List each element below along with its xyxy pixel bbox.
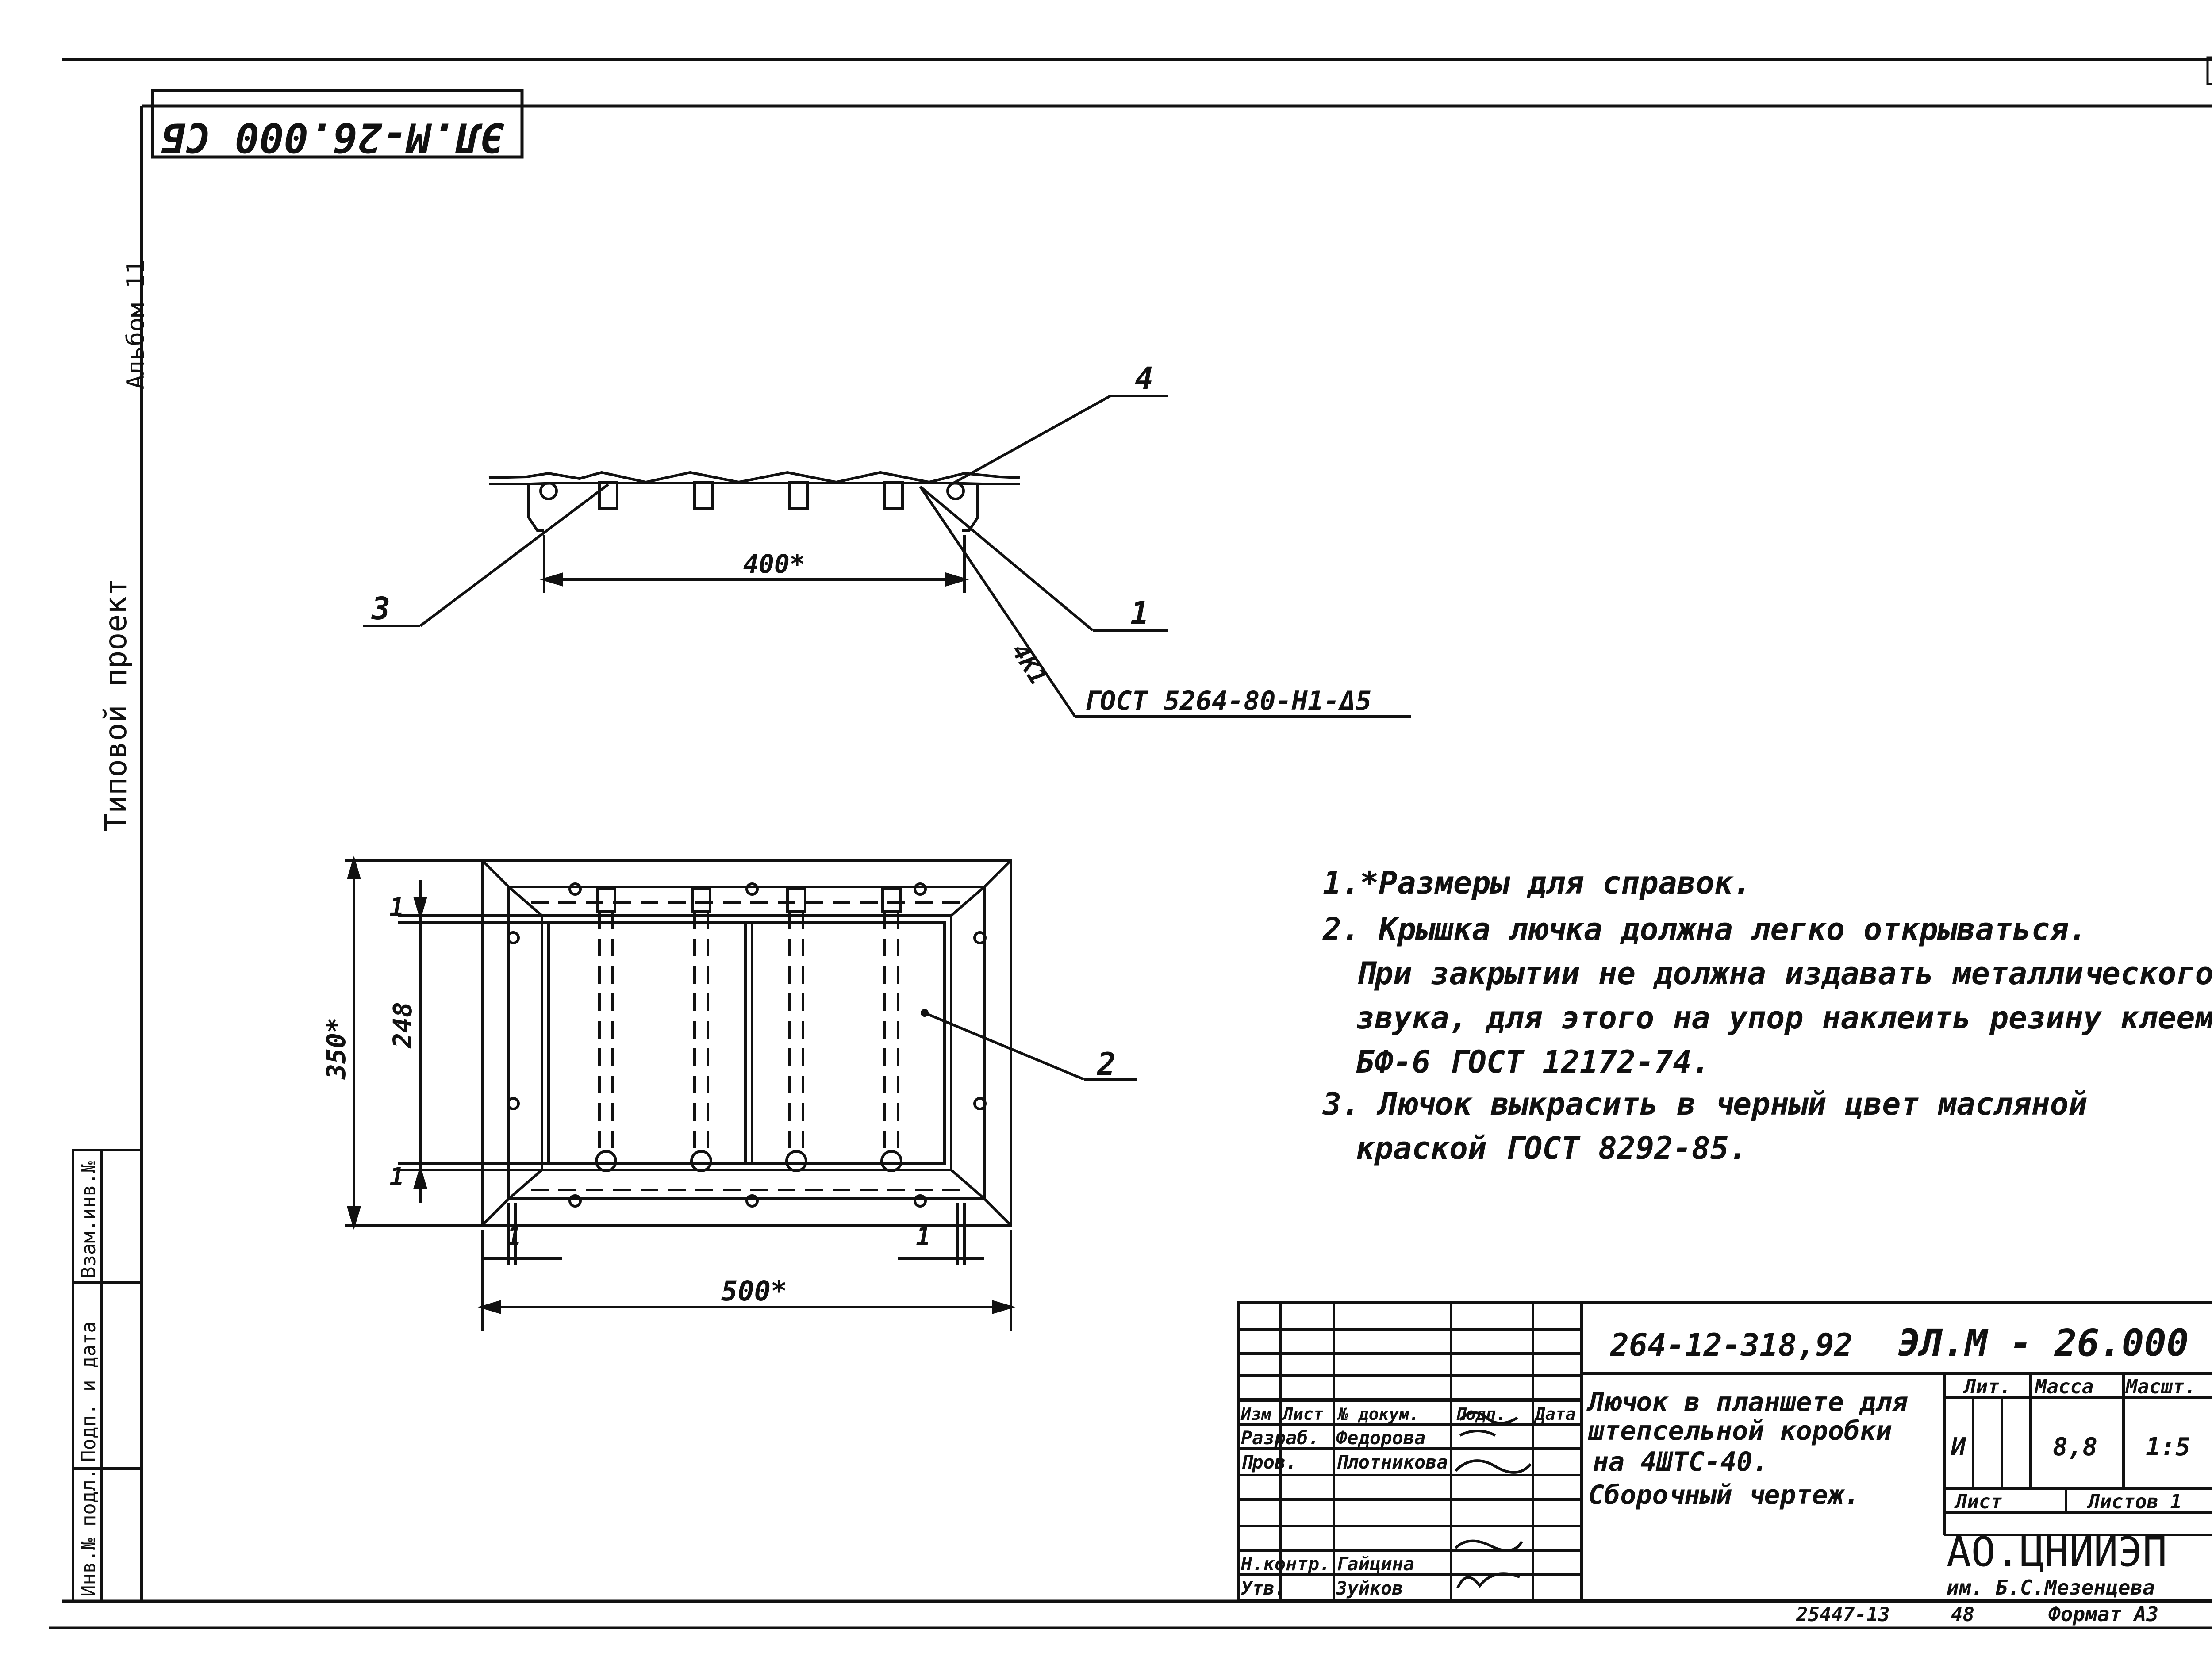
note-1: 1.*Размеры для справок. <box>1323 865 1751 901</box>
strip-sign-label: Подп. и дата <box>77 1321 100 1462</box>
title-line-4: Сборочный чертеж. <box>1588 1480 1860 1511</box>
section-view <box>363 395 1411 718</box>
name-developer: Федорова <box>1336 1427 1425 1449</box>
header-list: Лист <box>1282 1404 1324 1424</box>
section-callout-3: 3 <box>371 591 390 627</box>
note-2-line-2: При закрытии не должна издавать металлич… <box>1356 955 2212 992</box>
document-title: Лючок в планшете для штепсельной коробки… <box>1586 1387 1908 1511</box>
plan-callout-2: 2 <box>1097 1046 1116 1082</box>
plan-dimension-248: 248 <box>388 1002 418 1049</box>
lit-value: И <box>1951 1433 1966 1461</box>
plan-view <box>345 855 1137 1331</box>
role-developer: Разраб. <box>1241 1427 1319 1449</box>
title-block-roles: Разраб. Пров. Н.контр. Утв. Федорова Пло… <box>1240 1427 1448 1599</box>
header-doc: № докум. <box>1337 1404 1419 1424</box>
note-2: 2. Крышка лючка должна легко открываться… <box>1322 911 2087 947</box>
plan-dimension-top-1: 1 <box>389 893 404 922</box>
organization-sub: им. Б.С.Мезенцева <box>1947 1576 2155 1599</box>
name-approver: Зуйков <box>1336 1577 1403 1599</box>
plan-dimension-bottom-1: 1 <box>389 1163 404 1192</box>
mirrored-stamp-code: ЭЛ.М-26.000 СБ <box>161 114 504 161</box>
plan-dimension-350: 350* <box>321 1017 351 1080</box>
note-2-line-4: БФ-6 ГОСТ 12172-74. <box>1356 1044 1710 1080</box>
title-block-headers: Изм Лист № докум. Подп. Дата <box>1240 1404 1576 1424</box>
scale-value: 1:5 <box>2146 1433 2190 1461</box>
title-block <box>1237 1301 2212 1603</box>
header-date: Дата <box>1534 1404 1576 1424</box>
sheets-label: Листов 1 <box>2087 1491 2182 1513</box>
header-sign: Подп. <box>1455 1404 1506 1424</box>
sheet-label: Лист <box>1954 1491 2002 1513</box>
weld-gost-reference: ГОСТ 5264-80-Н1-Δ5 <box>1084 686 1371 717</box>
left-strip <box>72 1149 143 1603</box>
title-line-1: Лючок в планшете для <box>1586 1387 1908 1418</box>
title-line-3: на 4ШТС-40. <box>1593 1446 1768 1477</box>
plan-dimension-left-1: 1 <box>507 1223 522 1251</box>
scale-label: Масшт. <box>2125 1376 2196 1398</box>
format-label: Формат А3 <box>2048 1602 2158 1626</box>
role-norm-control: Н.контр. <box>1240 1553 1330 1575</box>
header-izm: Изм <box>1240 1404 1272 1424</box>
role-approver: Утв. <box>1241 1577 1286 1599</box>
name-norm-control: Гайцина <box>1336 1553 1414 1575</box>
project-label: Типовой проект <box>99 578 134 832</box>
section-callout-1: 1 <box>1130 595 1149 631</box>
plan-dimension-500: 500* <box>721 1275 787 1307</box>
mass-value: 8,8 <box>2053 1433 2097 1461</box>
note-3: 3. Лючок выкрасить в черный цвет масляно… <box>1322 1086 2087 1122</box>
organization-name: АО.ЦНИИЭП <box>1947 1528 2167 1576</box>
title-line-2: штепсельной коробки <box>1588 1415 1892 1446</box>
plan-dimension-right-1: 1 <box>916 1223 931 1251</box>
notes-block: 1.*Размеры для справок. 2. Крышка лючка … <box>1322 865 2212 1166</box>
album-label: Альбом 11 <box>122 260 150 389</box>
project-code: 264-12-318,92 <box>1610 1327 1853 1363</box>
weld-symbol: 4K1 <box>1006 639 1052 690</box>
role-checker: Пров. <box>1241 1451 1297 1473</box>
lit-label: Лит. <box>1963 1376 2011 1398</box>
section-callout-4: 4 <box>1135 360 1153 397</box>
strip-inv-label: Инв.№ подл. <box>77 1468 100 1597</box>
note-2-line-3: звука, для этого на упор наклеить резину… <box>1356 1000 2212 1036</box>
mass-label: Масса <box>2034 1376 2093 1398</box>
note-3-line-2: краской ГОСТ 8292-85. <box>1356 1130 1747 1166</box>
footer-page: 48 <box>1951 1603 1974 1626</box>
document-code: ЭЛ.М - 26.000 СБ <box>1898 1321 2212 1365</box>
strip-replace-label: Взам.инв.№ <box>77 1161 100 1278</box>
footer-number: 25447-13 <box>1796 1603 1890 1626</box>
section-dimension-400: 400* <box>743 549 805 579</box>
name-checker: Плотникова <box>1336 1451 1448 1473</box>
